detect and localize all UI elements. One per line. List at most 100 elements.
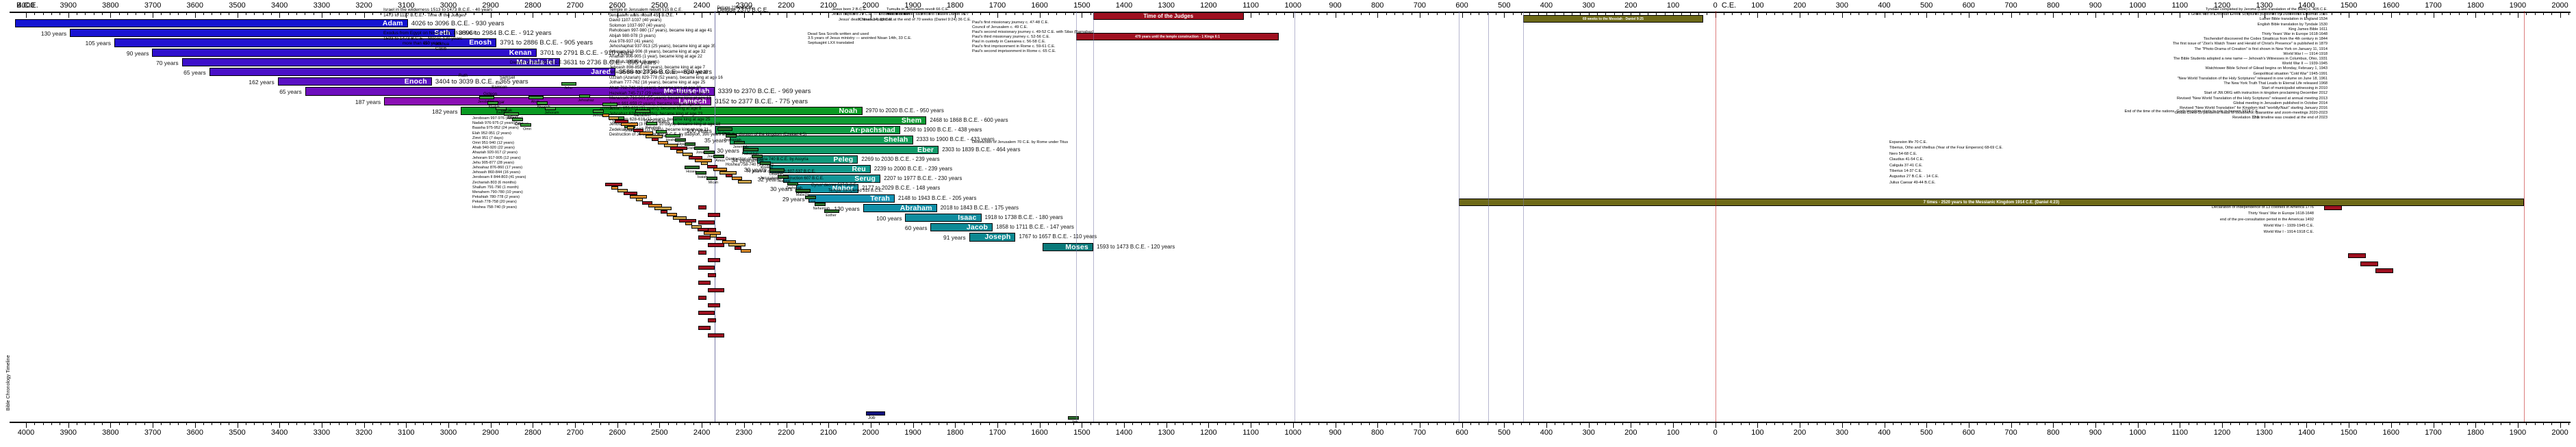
prophet-label: Shallum (624, 129, 638, 133)
ce-era-note: Paul's first imprisonment in Rome c. 59-… (972, 44, 1056, 49)
modern-era-note: Expansion life 70 C.E. (1889, 140, 1928, 144)
axis-tick-minor (1867, 422, 1868, 425)
axis-tick-label: 600 (1962, 1, 1976, 10)
axis-tick-major (617, 422, 618, 428)
modern-era-note: Start of municipalist witnessing in 2010 (2261, 86, 2328, 91)
israel-kings-note: Zimri 951 (7 days) (472, 136, 504, 140)
prophet-label: Haggai (778, 179, 791, 183)
judah-event-chip (708, 243, 724, 247)
prophet-label: Jeroboam II (599, 107, 620, 111)
axis-tick-minor (127, 422, 129, 425)
era-bar-label: 479 years until the temple construction … (1135, 34, 1221, 39)
axis-tick-minor (1909, 12, 1911, 15)
prophet-marker (815, 203, 826, 206)
axis-tick-label: 3700 (144, 429, 162, 437)
israel-kings-note: Pekah 778-758 (20 years) (472, 200, 517, 205)
lifespan-range-label: 2177 to 2029 B.C.E. - 148 years (861, 185, 941, 192)
axis-tick-major (406, 12, 407, 18)
patriarch-bar: Ma·hala·lel (181, 58, 560, 66)
flood-marker-label: Deluge 2370 B.C.E. (717, 6, 769, 13)
axis-tick-major (659, 422, 661, 428)
axis-tick-label: 3500 (229, 1, 246, 10)
patriarch-name: Shem (901, 116, 922, 125)
world-war-chip (2324, 205, 2342, 210)
modern-era-note: World War I - 1914-1918 C.E. (2263, 230, 2314, 234)
axis-tick-label: 3200 (355, 429, 372, 437)
axis-tick-minor (144, 422, 145, 425)
axis-tick-major (1757, 12, 1759, 18)
axis-tick-label: 100 (1666, 429, 1680, 437)
axis-tick-minor (2069, 422, 2071, 425)
axis-tick-minor (2002, 12, 2004, 15)
axis-tick-minor (558, 12, 559, 15)
axis-tick-minor (85, 12, 86, 15)
axis-tick-minor (887, 422, 889, 425)
axis-tick-minor (2534, 12, 2536, 15)
axis-tick-major (2137, 12, 2139, 18)
lifespan-range-label: 4026 to 3096 B.C.E. - 930 years (411, 20, 505, 27)
axis-tick-major (1124, 422, 1125, 428)
begat-age-label: 30 years (743, 166, 767, 173)
axis-tick-minor (338, 12, 340, 15)
axis-tick-label: 200 (1624, 1, 1637, 10)
prophet-label: Jeremiah (732, 145, 749, 149)
axis-tick-minor (904, 422, 906, 425)
exodus-note: 1593 to 1473 B.C.E. - Moses 120 years (383, 36, 463, 41)
axis-tick-label: 2100 (819, 1, 837, 10)
axis-tick-label: 1300 (1158, 429, 1175, 437)
lifespan-range-label: 3791 to 2886 B.C.E. - 905 years (500, 39, 594, 47)
lifespan-range-label: 2018 to 1843 B.C.E. - 175 years (940, 204, 1019, 211)
modern-era-note: The "Photo-Drama of Creation" is first s… (2194, 47, 2328, 51)
prophet-label: Isaiah (697, 175, 708, 179)
lifespan-range-label: 1593 to 1473 B.C.E. - 120 years (1097, 243, 1175, 250)
axis-tick-label: 2300 (735, 1, 753, 10)
modern-era-note: World War II — 1939-1945 (2282, 62, 2328, 66)
axis-tick-minor (220, 422, 221, 425)
axis-tick-minor (1064, 422, 1066, 425)
axis-tick-minor (2129, 12, 2130, 15)
axis-tick-minor (203, 422, 205, 425)
axis-tick-minor (1031, 422, 1032, 425)
axis-tick-minor (127, 12, 129, 15)
begat-age-label: 182 years (432, 107, 458, 115)
axis-tick-minor (963, 422, 965, 425)
patriarch-bar: Seth (70, 29, 455, 38)
era-bar-label: 7 times - 2520 years to the Messianic Ki… (1923, 200, 2060, 205)
axis-tick-minor (1149, 422, 1151, 425)
axis-tick-minor (1943, 12, 1944, 15)
patriarch-bar: Me·thuse·lah (305, 87, 715, 96)
axis-tick-minor (895, 422, 897, 425)
patriarch-bar: Shelah (730, 136, 913, 144)
begat-age-label: 130 years (834, 205, 860, 212)
axis-tick-major (1588, 12, 1590, 18)
axis-tick-label: 1300 (1158, 1, 1175, 10)
exodus-note: Ruth (459, 73, 468, 78)
axis-tick-major (2560, 12, 2561, 18)
axis-tick-minor (2019, 422, 2020, 425)
exodus-note: 110 years (423, 41, 442, 46)
axis-tick-major (1377, 12, 1379, 18)
patriarch-name: Kenan (509, 48, 532, 57)
axis-tick-minor (1444, 12, 1446, 15)
axis-tick-minor (819, 12, 821, 15)
axis-tick-major (997, 12, 998, 18)
prophet-marker (504, 112, 519, 116)
axis-tick-minor (1394, 422, 1395, 425)
axis-tick-minor (2154, 422, 2156, 425)
axis-tick-minor (1064, 12, 1066, 15)
begat-age-label: 30 years (717, 146, 739, 154)
axis-tick-minor (2289, 12, 2291, 15)
axis-tick-label: 1000 (2129, 1, 2146, 10)
prophet-label: Elijah (677, 142, 687, 146)
patriarch-bar: Nahor (795, 184, 858, 193)
axis-tick-minor (1808, 12, 1809, 15)
axis-tick-minor (262, 12, 264, 15)
axis-tick-label: 600 (1962, 429, 1976, 437)
axis-tick-label: 400 (1878, 429, 1891, 437)
modern-era-note: Claudius 41-54 C.E. (1889, 157, 1924, 162)
axis-tick-minor (1056, 12, 1058, 15)
ce-era-note: Paul in custody in Caesarea c. 56-58 C.E… (972, 40, 1046, 44)
axis-tick-major (2390, 12, 2392, 18)
patriarch-name: Noah (839, 106, 858, 115)
